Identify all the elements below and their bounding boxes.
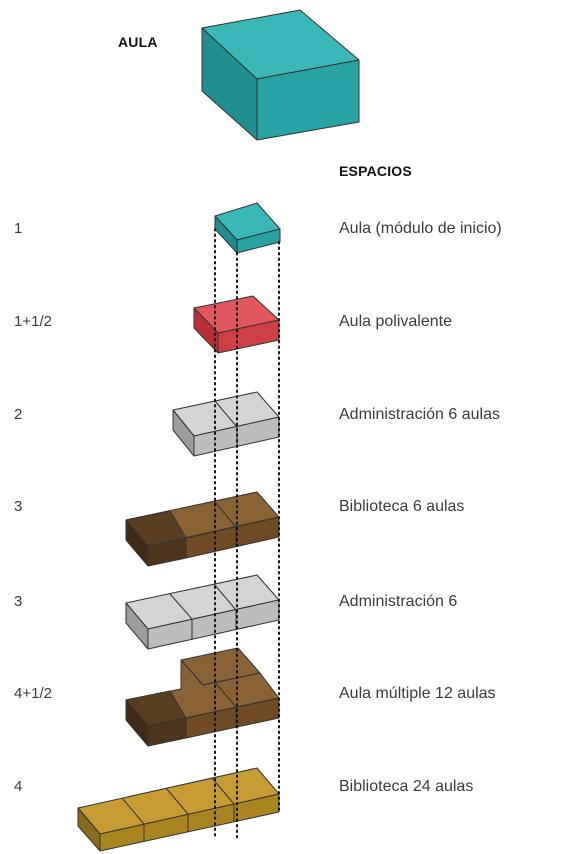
- row-description-4: Biblioteca 6 aulas: [339, 498, 465, 515]
- module-biblioteca-6-aulas: [125, 491, 280, 567]
- row-count-1: 1: [14, 220, 23, 237]
- row-description-5: Administración 6: [339, 593, 458, 610]
- row-count-2: 1+1/2: [14, 313, 52, 330]
- row-description-1: Aula (módulo de inicio): [339, 220, 502, 237]
- row-description-2: Aula polivalente: [339, 313, 452, 330]
- row-description-6: Aula múltiple 12 aulas: [339, 685, 496, 702]
- row-description-3: Administración 6 aulas: [339, 406, 500, 423]
- row-count-5: 3: [14, 593, 23, 610]
- row-description-7: Biblioteca 24 aulas: [339, 778, 474, 795]
- aula-title: AULA: [118, 34, 158, 50]
- module-administracion-6-aulas: [172, 391, 280, 457]
- row-count-6: 4+1/2: [14, 685, 52, 702]
- row-count-4: 3: [14, 498, 23, 515]
- row-count-7: 4: [14, 778, 23, 795]
- row-count-3: 2: [14, 406, 23, 423]
- aula-main-cube: [201, 9, 360, 141]
- module-biblioteca-24-aulas: [77, 767, 280, 852]
- module-aula-multiple-12-aulas: [125, 647, 280, 747]
- espacios-heading: ESPACIOS: [339, 163, 412, 179]
- module-aula-inicio: [214, 202, 281, 254]
- dotted-guide-lines: [214, 228, 280, 841]
- module-administracion-6: [125, 574, 280, 650]
